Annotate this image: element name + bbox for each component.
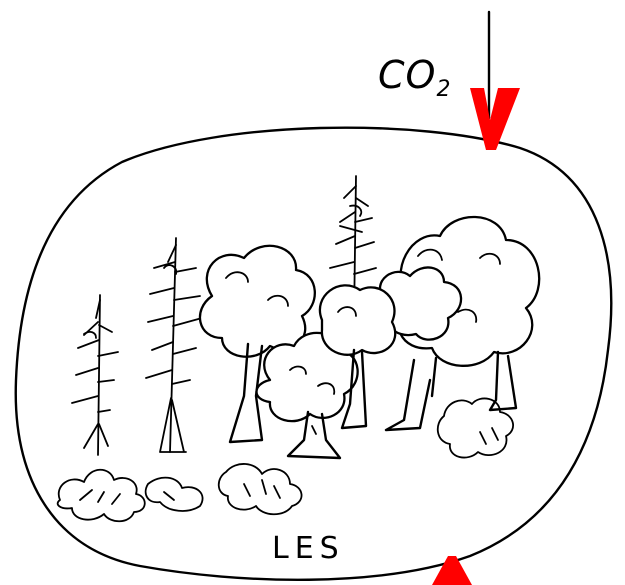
forest-label: LES bbox=[272, 531, 345, 566]
deciduous-tree-icon bbox=[200, 217, 539, 458]
co2-inflow-arrow bbox=[470, 88, 520, 150]
co2-outflow-arrow bbox=[432, 556, 472, 585]
co2-label: CO2 bbox=[378, 53, 451, 102]
